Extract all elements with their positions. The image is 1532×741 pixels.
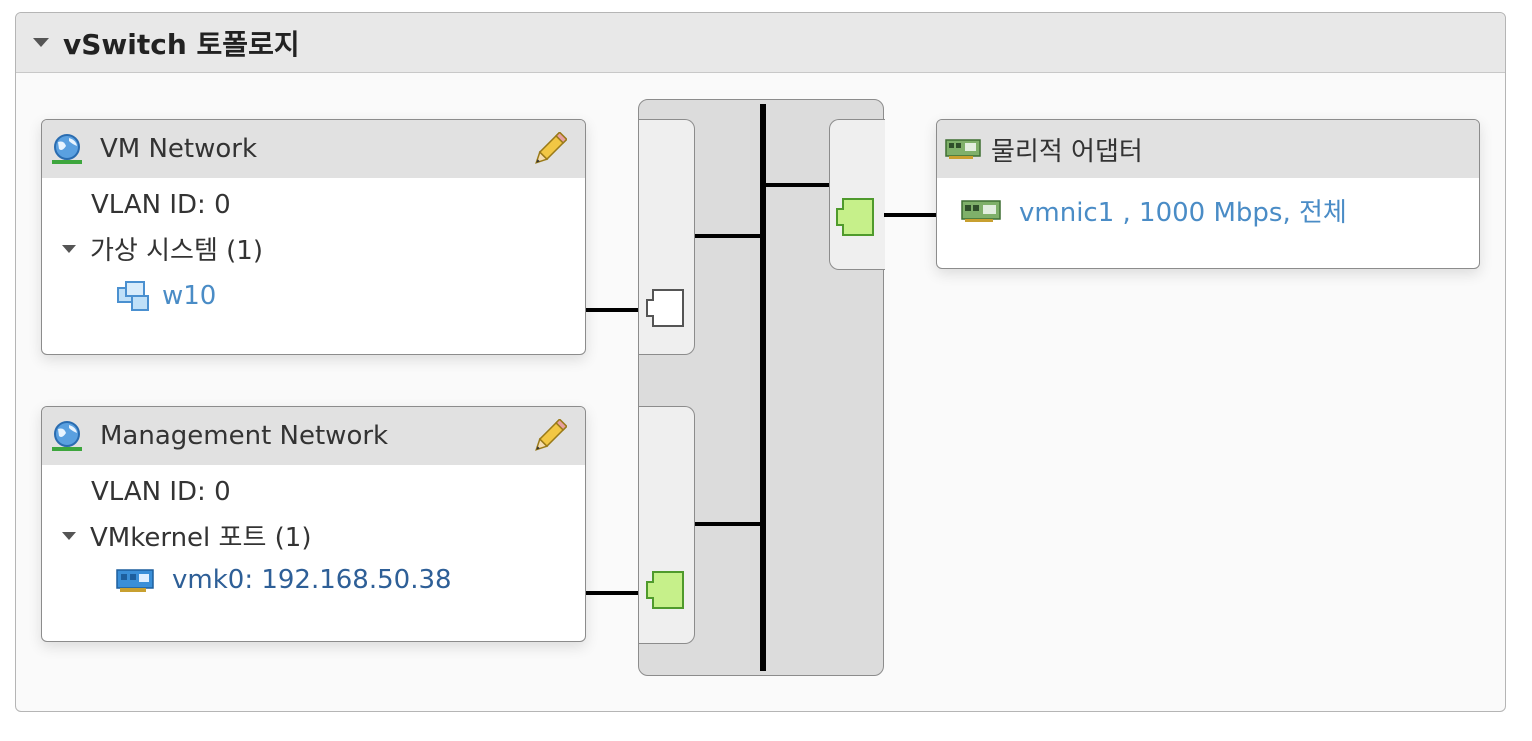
pencil-icon[interactable] (531, 419, 567, 455)
physical-nic-icon (961, 199, 1001, 222)
vmkernel-link[interactable]: vmk0: 192.168.50.38 (172, 565, 452, 595)
vm-link[interactable]: w10 (162, 281, 217, 311)
vmkernel-section-label: VMkernel 포트 (1) (90, 523, 312, 553)
vm-item[interactable]: w10 (116, 278, 216, 314)
vlan-id: VLAN ID: 0 (91, 190, 231, 220)
vswitch-body (638, 99, 885, 676)
port-inactive-icon (646, 289, 684, 327)
port-group-header: Management Network (42, 407, 585, 465)
vlan-id: VLAN ID: 0 (91, 477, 231, 507)
physical-nic-icon (945, 139, 981, 159)
physical-adapters-title: 물리적 어댑터 (991, 136, 1143, 167)
pencil-icon[interactable] (531, 132, 567, 168)
port-group-name[interactable]: Management Network (100, 421, 389, 451)
bus-branch-management-network (695, 522, 761, 526)
nic-card-icon (116, 569, 154, 592)
connector-management-network (586, 591, 646, 595)
connector-uplink (884, 213, 938, 217)
port-group-card-vm-network: VM Network VLAN ID: 0 가상 시스템 (1) w10 (41, 119, 586, 355)
expand-arrow-icon[interactable] (62, 531, 76, 540)
panel-header[interactable]: vSwitch 토폴로지 (16, 13, 1505, 73)
port-group-card-management-network: Management Network VLAN ID: 0 VMkernel 포… (41, 406, 586, 642)
switch-main-bus (760, 104, 766, 671)
port-active-icon (646, 571, 684, 609)
physical-adapters-card: 물리적 어댑터 vmnic1 , 1000 Mbps, 전체 (936, 119, 1480, 269)
globe-network-icon (52, 134, 82, 164)
adapter-link[interactable]: vmnic1 , 1000 Mbps, 전체 (1019, 198, 1347, 228)
switch-slot-uplink (829, 119, 885, 270)
bus-branch-uplink (765, 183, 829, 187)
vm-section-toggle[interactable]: 가상 시스템 (1) (62, 230, 263, 267)
panel-title: vSwitch 토폴로지 (63, 27, 300, 61)
vm-section-label: 가상 시스템 (1) (90, 236, 263, 266)
adapter-item[interactable]: vmnic1 , 1000 Mbps, 전체 (961, 192, 1347, 229)
vmkernel-section-toggle[interactable]: VMkernel 포트 (1) (62, 517, 311, 554)
port-group-name[interactable]: VM Network (100, 134, 258, 164)
bus-branch-vm-network (695, 234, 761, 238)
connector-vm-network (586, 308, 646, 312)
uplink-port-active-icon (836, 198, 874, 236)
port-group-header: VM Network (42, 120, 585, 178)
physical-adapters-header: 물리적 어댑터 (937, 120, 1479, 178)
virtual-machine-icon (117, 281, 149, 311)
vmkernel-item[interactable]: vmk0: 192.168.50.38 (116, 565, 452, 595)
globe-network-icon (52, 421, 82, 451)
expand-arrow-icon[interactable] (62, 244, 76, 253)
collapse-arrow-icon[interactable] (33, 38, 49, 47)
